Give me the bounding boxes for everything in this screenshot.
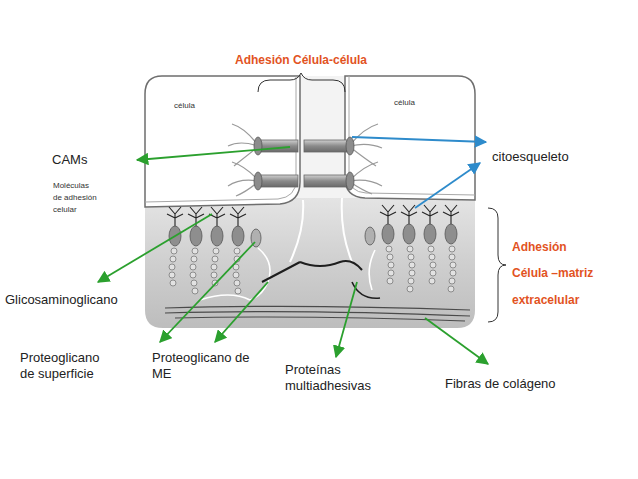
brace [488,208,506,322]
cell-label: célula [394,98,415,108]
part-label: Proteoglicano de ME [152,350,260,383]
cam-molecules [254,137,354,190]
extracellular-matrix [145,198,475,328]
part-label: Glicosaminoglicano [5,292,118,308]
leader-arrow [352,137,486,142]
leader-arrow [160,242,255,342]
part-label: citoesqueleto [492,149,569,165]
membrane-proteoglycans [167,205,459,294]
part-label: Proteínas multiadhesivas [285,362,385,395]
cell-label: célula [174,101,195,111]
left-cell [145,76,300,207]
panel [145,76,475,328]
cell-label-box: célula [172,99,197,113]
leader-arrow [137,147,290,160]
leader-arrow [415,163,480,208]
leader-arrow [336,282,357,357]
right-membrane [349,76,475,195]
part-label: Moléculas de adhesión celular [53,180,97,216]
section-heading: Adhesión Célula-célula [235,53,367,67]
multiadhesive-proteins [200,248,380,300]
cytoskeleton [228,124,382,196]
leader-arrow [425,318,488,364]
part-label: Proteoglicano de superficie [20,350,116,383]
leader-arrow [98,214,212,282]
part-label: Fibras de colágeno [445,376,556,392]
part-label: CAMs [52,152,87,168]
collagen-fibres [165,306,470,321]
section-heading: Adhesión Célula –matriz extracelular [512,234,600,313]
leader-arrow [215,282,268,342]
intercellular-space [290,198,352,262]
bracket [258,73,345,92]
cell-label-box: célula [392,96,417,110]
